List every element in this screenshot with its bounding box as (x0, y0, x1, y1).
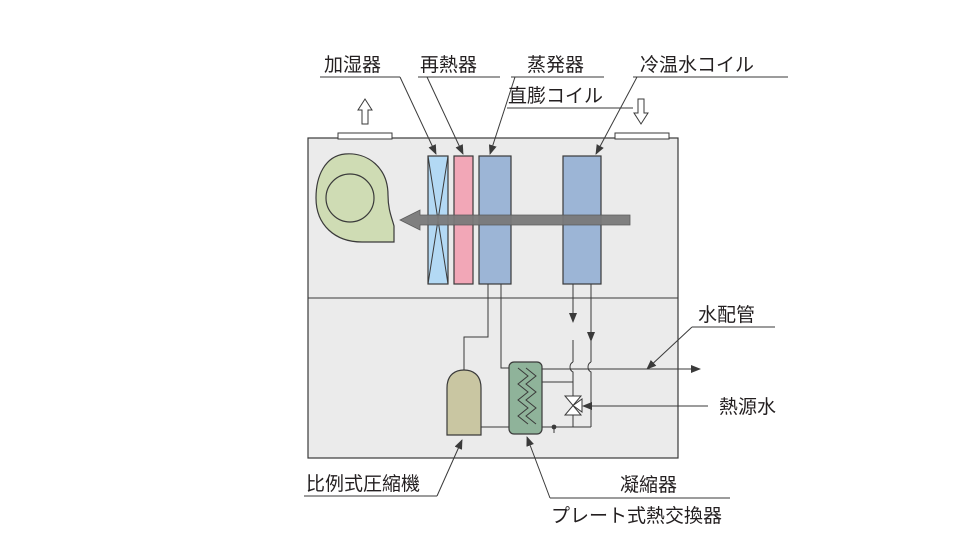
plate-heat-exchanger (508, 361, 543, 435)
fan-impeller (325, 173, 375, 223)
three-way-valve-icon (563, 395, 583, 416)
label-dx-coil: 直膨コイル (508, 85, 603, 107)
inlet-duct (614, 132, 670, 140)
label-heat-source-water: 熱源水 (719, 396, 776, 418)
label-evaporator: 蒸発器 (527, 54, 584, 76)
label-plate-hx: プレート式熱交換器 (551, 505, 722, 527)
outlet-duct (337, 132, 393, 140)
label-condenser: 凝縮器 (620, 474, 677, 496)
label-reheater: 再熱器 (420, 54, 477, 76)
label-chw-coil: 冷温水コイル (640, 54, 754, 76)
compressor-icon (446, 369, 482, 436)
label-humidifier: 加湿器 (324, 54, 381, 76)
suction-pipe (463, 284, 489, 370)
airflow-arrow-icon (399, 209, 631, 231)
air-outlet-arrow-icon (357, 98, 373, 125)
air-inlet-arrow-icon (633, 98, 649, 125)
label-compressor: 比例式圧縮機 (306, 473, 420, 495)
discharge-pipe (500, 284, 509, 369)
label-water-piping: 水配管 (698, 304, 755, 326)
